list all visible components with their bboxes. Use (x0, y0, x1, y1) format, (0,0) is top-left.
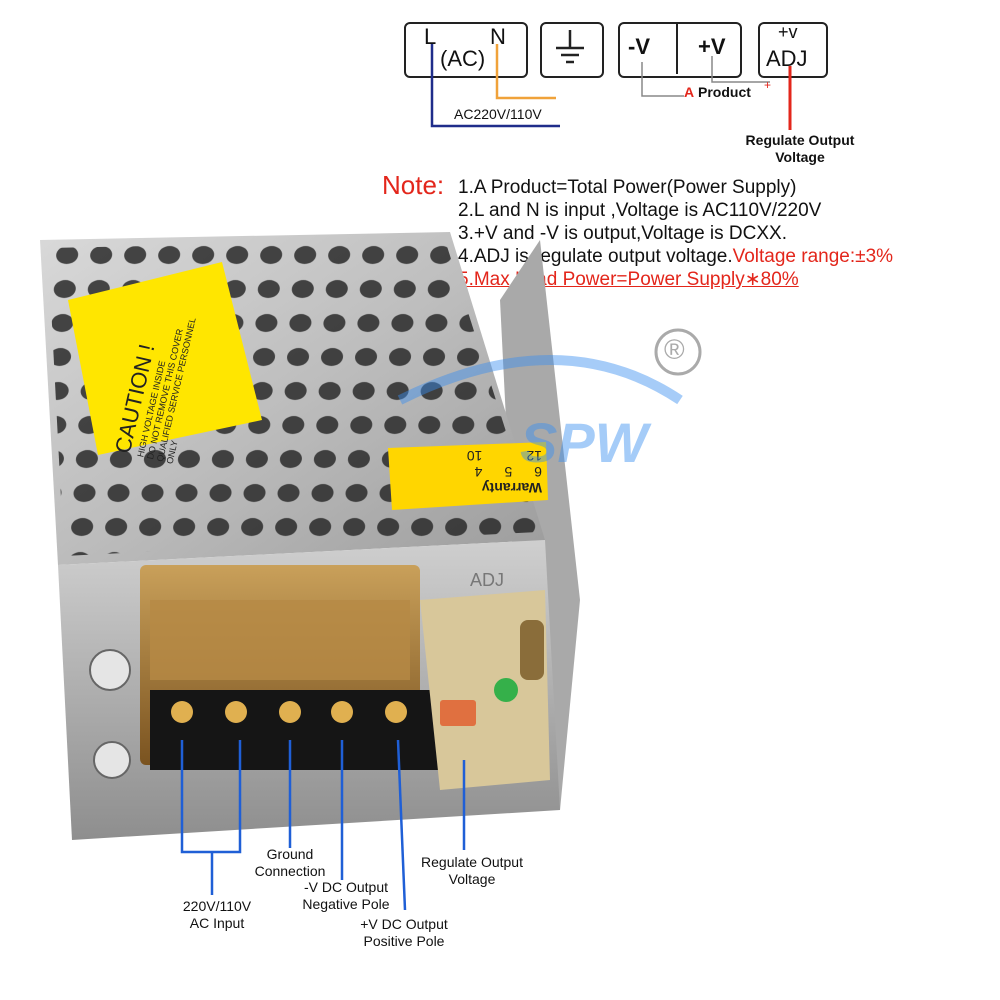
mount-screw-bottom (93, 741, 131, 779)
adj-potentiometer (440, 700, 476, 726)
watermark-swoosh (397, 355, 683, 405)
capacitor (520, 620, 544, 680)
caption-positive: +V DC Output Positive Pole (344, 916, 464, 950)
n-terminal-label: N (490, 24, 506, 49)
note-line-3: 3.+V and -V is output,Voltage is DCXX. (458, 223, 787, 244)
note-line-4-range: Voltage range:±3% (732, 246, 894, 267)
warranty-sticker (388, 442, 548, 510)
caption-positive-line-2: Positive Pole (363, 933, 445, 949)
registered-mark-circle (654, 328, 702, 376)
regulate-line-1: Regulate Output (745, 132, 855, 148)
output-divider (676, 24, 678, 74)
product-label: Product (698, 84, 751, 100)
led-indicator (494, 678, 518, 702)
caption-regulate-line-1: Regulate Output (421, 854, 523, 870)
caption-regulate: Regulate Output Voltage (402, 854, 542, 888)
ground-box (540, 22, 604, 78)
watermark-text: SPW (520, 411, 648, 474)
plus-sign: + (764, 78, 772, 92)
note-line-1: 1.A Product=Total Power(Power Supply) (458, 177, 797, 198)
adj-print-label: ADJ (470, 570, 505, 590)
ac-input-voltage-label: AC220V/110V (454, 106, 542, 122)
caption-ac-input-line-2: AC Input (189, 915, 245, 931)
caution-sticker (68, 262, 262, 455)
ac-label: (AC) (440, 46, 486, 71)
wiring-lines (430, 44, 792, 130)
note-line-2: 2.L and N is input ,Voltage is AC110V/22… (458, 200, 822, 221)
regulate-line-2: Voltage (775, 149, 825, 165)
ground-icon (556, 30, 584, 64)
a-label: A (684, 84, 695, 100)
note-title: Note: (382, 170, 445, 200)
caption-regulate-line-2: Voltage (448, 871, 496, 887)
caption-ground-line-1: Ground (266, 846, 314, 862)
caption-ground: Ground Connection (240, 846, 340, 880)
adj-label: ADJ (766, 46, 808, 71)
mount-screw-top (89, 649, 131, 691)
terminal-screws (171, 701, 407, 723)
caption-ground-line-2: Connection (254, 863, 326, 879)
terminal-cover (150, 600, 410, 680)
adj-plus-v-label: +v (778, 22, 798, 42)
regulate-output-label: Regulate Output Voltage (730, 132, 870, 166)
output-terminal-box (618, 22, 742, 78)
pcb-board (420, 590, 550, 790)
neg-terminal-label: -V (628, 34, 650, 59)
l-terminal-label: L (424, 24, 437, 49)
adj-terminal-box (758, 22, 828, 78)
caption-positive-line-1: +V DC Output (360, 916, 448, 932)
registered-mark: ® (664, 334, 685, 365)
caption-negative: -V DC Output Negative Pole (286, 879, 406, 913)
caption-negative-line-2: Negative Pole (302, 896, 390, 912)
ac-terminal-box (404, 22, 528, 78)
caption-ac-input: 220V/110V AC Input (162, 898, 272, 932)
pos-terminal-label: +V (698, 34, 726, 59)
caption-negative-line-1: -V DC Output (303, 879, 389, 895)
caption-ac-input-line-1: 220V/110V (182, 898, 252, 914)
